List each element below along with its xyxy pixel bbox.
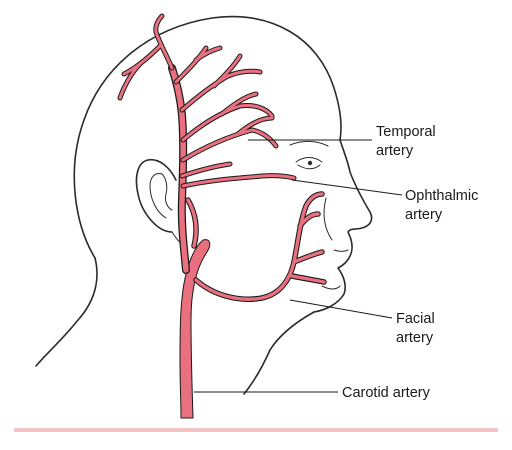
chin-crease bbox=[322, 286, 340, 289]
cheek-fold bbox=[324, 198, 332, 240]
lip-line bbox=[334, 250, 348, 252]
ophthalmic-label-line2: artery bbox=[405, 207, 443, 223]
eye-pupil bbox=[308, 161, 312, 165]
neck-back bbox=[36, 258, 97, 366]
temporal-label-line2: artery bbox=[376, 143, 414, 159]
neck-front bbox=[244, 350, 270, 394]
ophthalmic-leader bbox=[292, 180, 402, 195]
head-outline bbox=[36, 17, 372, 394]
temporal-label-line1: Temporal bbox=[376, 124, 436, 140]
scalp-branches-fill bbox=[120, 16, 276, 176]
ophthalmic-label-line1: Ophthalmic bbox=[405, 188, 478, 204]
ear-inner bbox=[150, 174, 172, 219]
brow-line bbox=[290, 141, 328, 146]
carotid-label: Carotid artery bbox=[342, 385, 431, 401]
artery-tree bbox=[120, 16, 324, 418]
labels: Temporal artery Ophthalmic artery Facial… bbox=[342, 124, 478, 401]
jaw-line bbox=[270, 312, 314, 350]
ear bbox=[136, 160, 184, 244]
facial-leader bbox=[290, 300, 392, 318]
facial-label-line1: Facial bbox=[396, 311, 435, 327]
ear-outer bbox=[136, 160, 176, 232]
facial-label-line2: artery bbox=[396, 330, 434, 346]
bottom-rule bbox=[14, 428, 498, 432]
eye-lower bbox=[298, 165, 320, 169]
